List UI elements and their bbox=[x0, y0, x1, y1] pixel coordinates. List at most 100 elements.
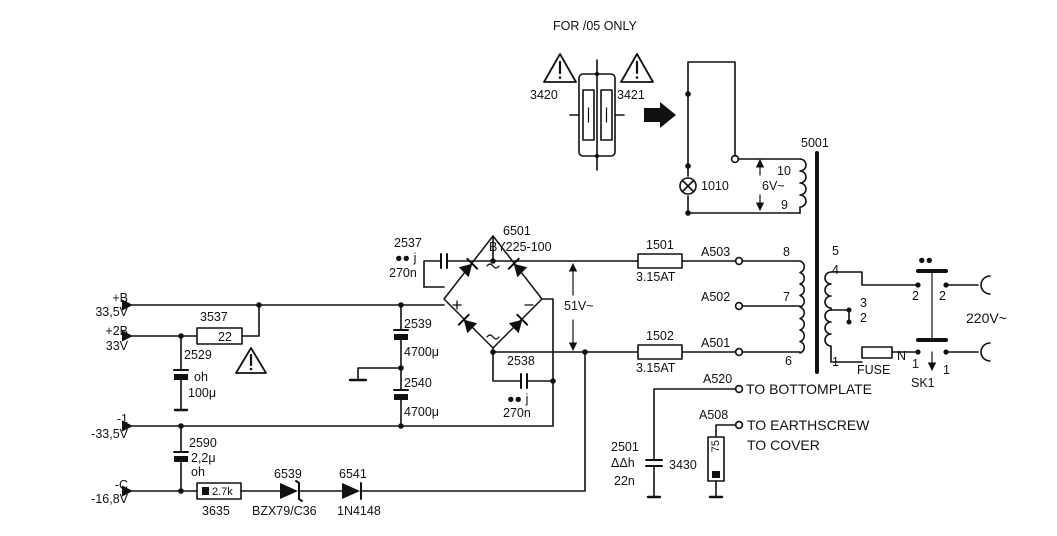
pin-9: 9 bbox=[781, 198, 788, 212]
capacitor-2501 bbox=[646, 460, 662, 497]
label-2537-value: 270n bbox=[389, 266, 417, 280]
label-2590: 2590 bbox=[189, 436, 217, 450]
capacitor-2529 bbox=[174, 336, 188, 410]
label-3421: 3421 bbox=[617, 88, 645, 102]
wire bbox=[831, 352, 862, 362]
label-1501-value: 3.15AT bbox=[636, 270, 676, 284]
label-1010: 1010 bbox=[701, 179, 729, 193]
junction-dot bbox=[178, 488, 184, 494]
label-6501: 6501 bbox=[503, 224, 531, 238]
label-a501: A501 bbox=[701, 336, 731, 350]
warning-icon-3537 bbox=[236, 348, 266, 373]
junction-dot bbox=[398, 423, 404, 429]
label-a508: A508 bbox=[699, 408, 729, 422]
secondary-winding-coil bbox=[800, 261, 804, 353]
label-2501: 2501 bbox=[611, 440, 639, 454]
label-to-cover: TO COVER bbox=[747, 437, 820, 453]
label-to-earthscrew: TO EARTHSCREW bbox=[747, 417, 870, 433]
label-2540: 2540 bbox=[404, 376, 432, 390]
switch-pin-2b: 2 bbox=[939, 289, 946, 303]
label-6v: 6V~ bbox=[762, 179, 785, 193]
label-switch-n: N bbox=[897, 349, 907, 363]
junction-dot bbox=[846, 307, 852, 313]
capacitor-2539 bbox=[394, 305, 408, 390]
label-to-bottomplate: TO BOTTOMPLATE bbox=[746, 381, 873, 397]
pin-1: 1 bbox=[832, 355, 839, 369]
label-2537-mark: ●● j bbox=[395, 251, 417, 265]
switch-pin-1b: 1 bbox=[943, 363, 950, 377]
label-1501: 1501 bbox=[646, 238, 674, 252]
label-a502: A502 bbox=[701, 290, 731, 304]
mains-switch-sk1 bbox=[915, 271, 949, 371]
junction-dot bbox=[490, 258, 496, 264]
capacitor-2590 bbox=[174, 426, 188, 491]
label-51v: 51V~ bbox=[564, 299, 594, 313]
label-2539: 2539 bbox=[404, 317, 432, 331]
label-3635: 3635 bbox=[202, 504, 230, 518]
wire bbox=[493, 348, 638, 352]
wire bbox=[242, 305, 259, 336]
label-minus-c: -C bbox=[114, 478, 128, 492]
lamp-1010-symbol bbox=[680, 178, 696, 194]
label-2538-mark: ●● j bbox=[507, 392, 529, 406]
wire bbox=[716, 425, 736, 437]
capacitor-2538 bbox=[493, 299, 553, 388]
pin-5: 5 bbox=[832, 244, 839, 258]
pin-10: 10 bbox=[777, 164, 791, 178]
wire bbox=[361, 352, 585, 491]
pin-3: 3 bbox=[860, 296, 867, 310]
label-3537: 3537 bbox=[200, 310, 228, 324]
label-2537: 2537 bbox=[394, 236, 422, 250]
label-a503: A503 bbox=[701, 245, 731, 259]
label-3635-value: 2.7k bbox=[212, 486, 233, 498]
pin-8: 8 bbox=[783, 245, 790, 259]
label-minus-1-voltage: -33,5V bbox=[91, 427, 128, 441]
label-1n4148: 1N4148 bbox=[337, 504, 381, 518]
rail-minus-1 bbox=[121, 381, 553, 432]
fuse-1501 bbox=[638, 254, 682, 268]
label-minus-c-voltage: -16,8V bbox=[91, 492, 128, 506]
warning-icon-3421 bbox=[621, 54, 653, 82]
label-plus-b: +B bbox=[112, 291, 128, 305]
label-6541: 6541 bbox=[339, 467, 367, 481]
pin-4: 4 bbox=[832, 263, 839, 277]
label-2590-value: 2,2μ bbox=[191, 451, 216, 465]
title-label: FOR /05 ONLY bbox=[553, 19, 637, 33]
lamp-branch-wiring bbox=[688, 62, 800, 213]
pin-7: 7 bbox=[783, 290, 790, 304]
diode-6541 bbox=[342, 483, 361, 499]
label-220v: 220V~ bbox=[966, 310, 1007, 326]
label-2539-value: 4700μ bbox=[404, 345, 440, 359]
resistor-3430-marker bbox=[712, 471, 720, 478]
label-plus-2b: +2B bbox=[105, 324, 128, 338]
label-by225: BY225-100 bbox=[489, 240, 552, 254]
junction-dot bbox=[685, 163, 691, 169]
label-3430-value: 75 bbox=[710, 440, 722, 453]
label-1502: 1502 bbox=[646, 329, 674, 343]
label-2529-value: 100μ bbox=[188, 386, 217, 400]
switch-pin-2a: 2 bbox=[912, 289, 919, 303]
wire bbox=[654, 389, 736, 460]
winding-6v-coil bbox=[800, 159, 806, 213]
label-fuse: FUSE bbox=[857, 363, 891, 377]
label-3420: 3420 bbox=[530, 88, 558, 102]
wire bbox=[831, 310, 849, 322]
primary-winding-coil bbox=[825, 272, 831, 352]
label-6539: 6539 bbox=[274, 467, 302, 481]
switch-pin-1a: 1 bbox=[912, 357, 919, 371]
direction-arrow bbox=[644, 102, 676, 128]
mains-socket bbox=[981, 276, 990, 294]
label-2529-mark: oh bbox=[194, 370, 208, 384]
junction-dot bbox=[685, 210, 691, 216]
label-1502-value: 3.15AT bbox=[636, 361, 676, 375]
ground-line bbox=[358, 368, 401, 380]
label-2540-value: 4700μ bbox=[404, 405, 440, 419]
label-a520: A520 bbox=[703, 372, 733, 386]
junction-dot bbox=[685, 91, 691, 97]
pin-6: 6 bbox=[785, 354, 792, 368]
pin-2: 2 bbox=[860, 311, 867, 325]
label-5001: 5001 bbox=[801, 136, 829, 150]
label-switch-mark: ●● bbox=[918, 253, 934, 267]
warning-icon-3420 bbox=[544, 54, 576, 82]
